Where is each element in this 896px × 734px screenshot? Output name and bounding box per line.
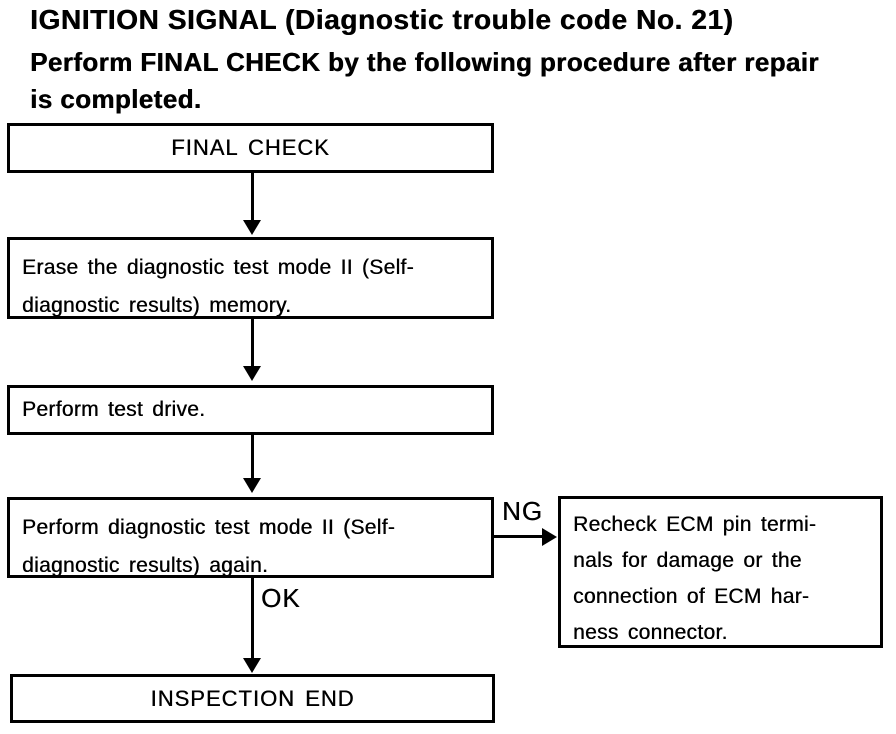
retest-line-1: Perform diagnostic test mode II (Self- bbox=[22, 516, 396, 539]
flow-node-inspection-end: INSPECTION END bbox=[10, 674, 495, 723]
recheck-ecm-line-3: connection of ECM har- bbox=[573, 585, 810, 608]
recheck-ecm-line-1: Recheck ECM pin termi- bbox=[573, 513, 817, 536]
arrow-shaft-ng bbox=[494, 535, 544, 538]
recheck-ecm-line-4: ness connector. bbox=[573, 621, 728, 644]
erase-memory-line-2: diagnostic results) memory. bbox=[22, 294, 292, 317]
flow-node-recheck-ecm: Recheck ECM pin termi- nals for damage o… bbox=[558, 496, 883, 648]
arrow-shaft-3 bbox=[251, 435, 254, 480]
erase-memory-line-1: Erase the diagnostic test mode II (Self- bbox=[22, 256, 414, 279]
retest-line-2: diagnostic results) again. bbox=[22, 554, 269, 577]
subtitle-line-1: Perform FINAL CHECK by the following pro… bbox=[30, 47, 819, 77]
arrow-shaft-2 bbox=[251, 318, 254, 368]
edge-label-ok: OK bbox=[261, 583, 301, 613]
flow-node-test-drive: Perform test drive. bbox=[7, 385, 494, 435]
flow-node-final-check: FINAL CHECK bbox=[7, 123, 494, 173]
page-title: IGNITION SIGNAL (Diagnostic trouble code… bbox=[30, 4, 734, 35]
arrow-head-down-2 bbox=[243, 366, 261, 381]
inspection-end-label: INSPECTION END bbox=[150, 685, 355, 711]
arrow-head-right-ng bbox=[542, 528, 557, 546]
flow-node-final-check-label: FINAL CHECK bbox=[171, 135, 330, 160]
arrow-shaft-4 bbox=[251, 578, 254, 660]
arrow-head-down-4 bbox=[243, 658, 261, 673]
recheck-ecm-line-2: nals for damage or the bbox=[573, 549, 802, 572]
arrow-shaft-1 bbox=[251, 172, 254, 222]
test-drive-label: Perform test drive. bbox=[22, 398, 206, 421]
arrow-head-down-1 bbox=[243, 220, 261, 235]
subtitle-line-2: is completed. bbox=[30, 84, 202, 114]
page-subtitle: Perform FINAL CHECK by the following pro… bbox=[30, 44, 819, 118]
flow-node-erase-memory: Erase the diagnostic test mode II (Self-… bbox=[7, 237, 494, 319]
arrow-head-down-3 bbox=[243, 478, 261, 493]
edge-label-ng: NG bbox=[502, 496, 543, 526]
flow-node-retest: Perform diagnostic test mode II (Self- d… bbox=[7, 497, 494, 578]
